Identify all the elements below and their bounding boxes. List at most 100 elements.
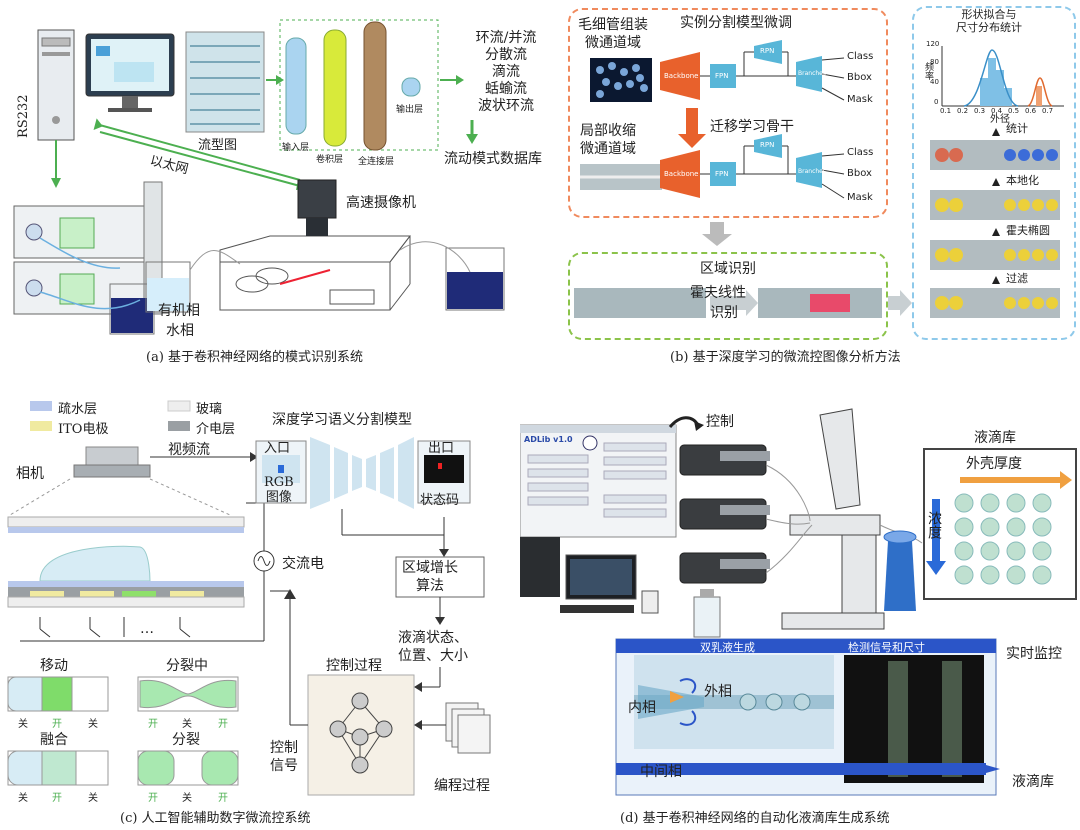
monitor-icon (85, 33, 175, 112)
output-mask-top: Mask (847, 94, 873, 105)
electrode-on: 开 (218, 793, 228, 804)
state-split: 分裂 (172, 732, 200, 748)
electrode-off: 关 (182, 793, 192, 804)
panel-b-caption: (b) 基于深度学习的微流控图像分析方法 (670, 350, 901, 365)
shell-label: 外壳厚度 (966, 456, 1022, 472)
electrode-off: 关 (88, 793, 98, 804)
branches-label-bottom: Branches (798, 168, 826, 175)
capillary-line: 微通道域 (585, 35, 641, 51)
panel-c: 疏水层 ITO电极 玻璃 介电层 深度学习语义分割模型 入口 出口 RGB 图像… (0, 385, 520, 830)
x-tick: 0.7 (1042, 107, 1054, 115)
electrode-off: 关 (182, 719, 192, 730)
panel-c-caption: (c) 人工智能辅助数字微流控系统 (120, 811, 311, 826)
shape-fit-title: 形状拟合与 尺寸分布统计 (956, 8, 1022, 34)
camera-label: 高速摄像机 (346, 195, 416, 211)
rgb-label: RGB 图像 (264, 475, 294, 505)
control-signal-line: 信号 (270, 758, 298, 774)
rpn-label-top: RPN (760, 47, 775, 55)
flow-types-list: 环流/并流 分散流 滴流 蛞蝓流 波状环流 (466, 30, 546, 115)
flow-image-label: 流型图 (198, 138, 238, 153)
exit-label: 出口 (428, 441, 455, 456)
ac-label: 交流电 (282, 556, 324, 572)
y-tick: 40 (930, 78, 939, 86)
output-mask-bottom: Mask (847, 192, 873, 203)
rgb-line: RGB (264, 475, 294, 490)
entrance-label: 入口 (264, 441, 291, 456)
state-splitting: 分裂中 (166, 658, 208, 674)
computer-tower-icon (37, 29, 75, 141)
inner-phase-label: 内相 (628, 700, 656, 716)
panel-b-drawing (574, 40, 1064, 318)
state-move: 移动 (40, 658, 68, 674)
outer-diameter-label: 外径 (990, 114, 1010, 125)
conv-layer-label: 卷积层 (316, 155, 344, 165)
flow-type: 分散流 (485, 47, 527, 63)
rgb-line: 图像 (265, 490, 292, 505)
local-shrink-line: 局部收缩 (580, 123, 636, 139)
shape-fit-line: 形状拟合与 (961, 8, 1017, 21)
electrode-on: 开 (218, 719, 228, 730)
concentration-label: 浓度 (926, 511, 942, 539)
input-layer-label: 输入层 (282, 143, 310, 153)
flow-type: 滴流 (492, 64, 520, 80)
x-tick: 0.1 (940, 107, 952, 115)
panel-a-drawing (13, 19, 505, 335)
output-class-top: Class (847, 51, 874, 62)
panel-b: 毛细管组装 微通道域 实例分割模型微调 局部收缩 微通道域 迁移学习骨干 Bac… (560, 0, 1080, 370)
rpn-label-bottom: RPN (760, 141, 775, 149)
x-tick: 0.5 (1008, 107, 1020, 115)
backbone-label-top: Backbone (664, 72, 699, 80)
branches-label-top: Branches (798, 70, 826, 77)
freq-axis-label: 频率 (923, 62, 933, 80)
fpn-label-top: FPN (715, 72, 729, 80)
microfluidic-chip-icon (219, 235, 412, 311)
detect-label: 检测信号和尺寸 (848, 641, 925, 654)
step-hough-ellipse: 霍夫椭圆 (1006, 224, 1050, 237)
step-filter: 过滤 (1006, 272, 1028, 285)
x-tick: 0.6 (1025, 107, 1037, 115)
panel-d-drawing (520, 408, 1077, 796)
region-label: 区域识别 (700, 261, 756, 277)
y-tick: 0 (934, 98, 939, 106)
output-bbox-top: Bbox (847, 72, 872, 83)
status-label: 状态码 (420, 493, 460, 508)
region-identify-box (568, 252, 888, 340)
panel-a: RS232 以太网 流型图 输入层 卷积层 全连接层 输出层 环流/并流 分散流… (0, 0, 560, 370)
panel-a-caption: (a) 基于卷积神经网络的模式识别系统 (146, 350, 364, 365)
x-tick: 0.4 (991, 107, 1003, 115)
fpn-label-bottom: FPN (715, 170, 729, 178)
video-label: 视频流 (168, 442, 210, 458)
software-title: ADLib v1.0 (524, 435, 573, 444)
outer-phase-label: 外相 (704, 684, 732, 700)
electrode-off: 关 (88, 719, 98, 730)
electrode-off: 关 (18, 793, 28, 804)
output-layer-label: 输出层 (396, 105, 424, 115)
legend-ito: ITO电极 (58, 422, 109, 437)
drop-state-line: 液滴状态、 (398, 630, 468, 646)
shape-fit-line: 尺寸分布统计 (956, 21, 1022, 34)
y-tick: 80 (930, 58, 939, 66)
camera-label-c: 相机 (16, 466, 44, 482)
capillary-line: 毛细管组装 (578, 17, 648, 33)
electrode-off: 关 (18, 719, 28, 730)
water-label: 水相 (166, 323, 194, 339)
hough-line-label: 霍夫线性 (690, 285, 746, 301)
beaker-icon (109, 247, 505, 335)
drop-state-label: 液滴状态、 位置、大小 (398, 629, 468, 665)
electrode-on: 开 (148, 793, 158, 804)
legend-glass: 玻璃 (196, 402, 223, 417)
drop-state-line: 位置、大小 (398, 648, 468, 664)
library-label: 液滴库 (974, 430, 1016, 446)
region-grow-label: 区域增长 算法 (402, 559, 458, 595)
x-tick: 0.3 (974, 107, 986, 115)
electrode-on: 开 (52, 719, 62, 730)
identify-label: 识别 (710, 305, 738, 321)
panel-c-drawing (7, 400, 491, 796)
x-tick: 0.2 (957, 107, 969, 115)
capillary-label: 毛细管组装 微通道域 (578, 16, 648, 52)
electrode-on: 开 (148, 719, 158, 730)
library2-label: 液滴库 (1012, 774, 1054, 790)
step-localize: 本地化 (1006, 174, 1039, 187)
panel-d: ADLib v1.0 控制 液滴库 外壳厚度 浓度 实时监控 双乳液生成 检测信… (520, 385, 1080, 830)
output-class-bottom: Class (847, 147, 874, 158)
